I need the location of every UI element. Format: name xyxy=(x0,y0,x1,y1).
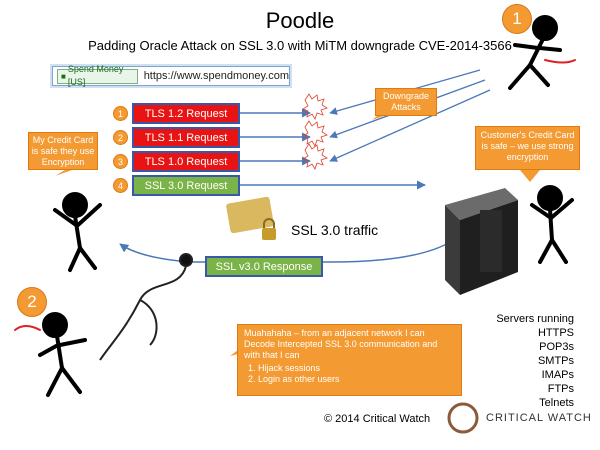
protocol-item: SMTPs xyxy=(537,355,574,367)
attacker-callout: Muahahaha – from an adjacent network I c… xyxy=(237,324,462,396)
left-callout-pointer xyxy=(55,170,72,176)
capability-item: Login as other users xyxy=(258,374,455,385)
request-tls11: TLS 1.1 Request xyxy=(132,127,240,148)
stick-figure-attacker-icon-2 xyxy=(14,312,87,397)
downgrade-callout: Downgrade Attacks xyxy=(375,88,437,116)
attacker-badge-1: 1 xyxy=(502,4,532,34)
server-tower-icon xyxy=(445,188,518,295)
attacker-callout-text: Muahahaha – from an adjacent network I c… xyxy=(244,328,438,360)
protocol-item: POP3s xyxy=(539,341,574,353)
security-badge: ■ Spend Money [US] xyxy=(57,64,138,87)
page-title: Poodle xyxy=(265,8,335,33)
step-badge-1: 1 xyxy=(113,106,128,121)
lock-icon: ■ xyxy=(61,71,66,81)
user-callout: My Credit Card is safe they use Encrypti… xyxy=(28,132,98,170)
protocol-item: HTTPS xyxy=(537,327,574,339)
servers-heading: Servers running xyxy=(496,313,574,325)
attacker-badge-2: 2 xyxy=(17,287,47,317)
servers-list: Servers running HTTPS POP3s SMTPs IMAPs … xyxy=(470,312,574,410)
capability-item: Hijack sessions xyxy=(258,363,455,374)
stick-figure-admin-icon xyxy=(530,185,574,264)
response-arrow xyxy=(119,234,461,263)
downgrade-arrow-3 xyxy=(329,89,491,162)
copyright-text: © 2014 Critical Watch xyxy=(324,413,431,425)
protocol-item: Telnets xyxy=(539,397,574,409)
step-badge-2: 2 xyxy=(113,130,128,145)
protocol-item: FTPs xyxy=(547,383,574,395)
step-badge-3: 3 xyxy=(113,154,128,169)
right-callout-pointer xyxy=(520,170,540,182)
protocol-item: IMAPs xyxy=(541,369,574,381)
attacker-capabilities-list: Hijack sessions Login as other users xyxy=(244,363,455,385)
security-badge-label: Spend Money [US] xyxy=(67,64,124,87)
url-text: https://www.spendmoney.com xyxy=(143,70,289,82)
step-badge-4: 4 xyxy=(113,178,128,193)
request-tls12: TLS 1.2 Request xyxy=(132,103,240,124)
explosion-marks xyxy=(302,93,328,170)
response-sslv30: SSL v3.0 Response xyxy=(205,256,323,277)
stick-figure-attacker-icon-1 xyxy=(508,15,576,90)
ssl-traffic-label: SSL 3.0 traffic xyxy=(291,222,379,238)
server-callout: Customer's Credit Card is safe – we use … xyxy=(475,126,580,170)
browser-url-bar[interactable]: ■ Spend Money [US] https://www.spendmone… xyxy=(52,64,290,87)
logo-icon xyxy=(447,402,479,434)
page-subtitle: Padding Oracle Attack on SSL 3.0 with Mi… xyxy=(88,38,512,53)
request-tls10: TLS 1.0 Request xyxy=(132,151,240,172)
request-ssl30: SSL 3.0 Request xyxy=(132,175,240,196)
credit-card-lock-icon xyxy=(226,196,276,240)
logo-text: CRITICAL WATCH xyxy=(486,412,592,424)
stick-figure-user-icon xyxy=(53,192,102,272)
stethoscope-icon xyxy=(99,253,193,361)
